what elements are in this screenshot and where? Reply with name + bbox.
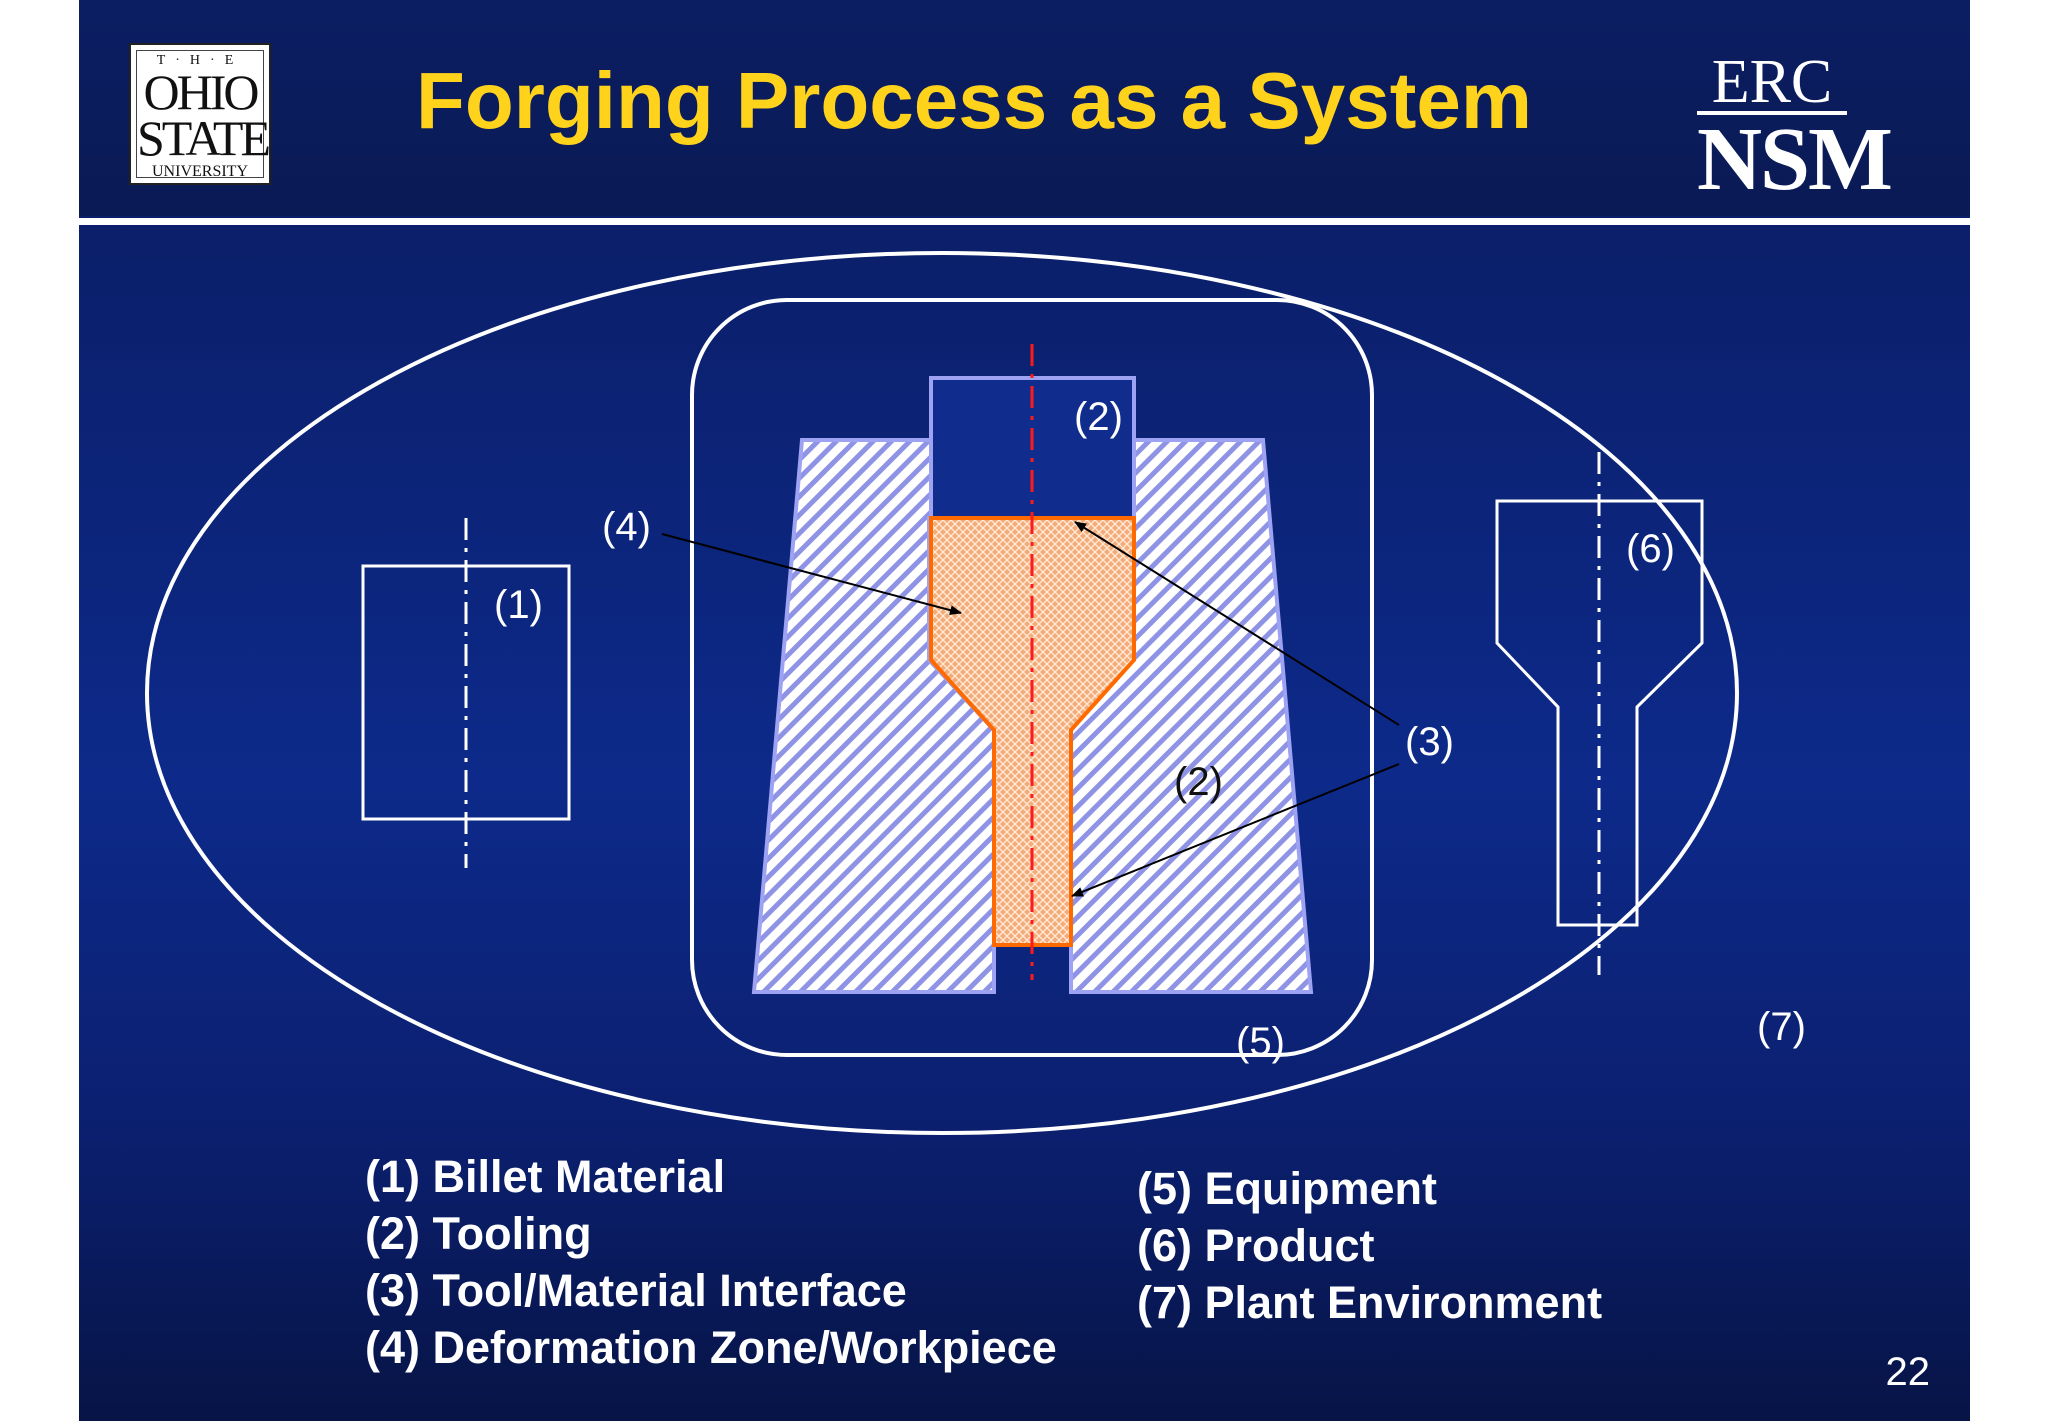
legend-left-column: (1) Billet Material (2) Tooling (3) Tool… xyxy=(365,1148,1057,1376)
legend-item-equipment: (5) Equipment xyxy=(1137,1163,1437,1214)
nsm-logo-text: NSM xyxy=(1697,110,1893,209)
legend-item-product: (6) Product xyxy=(1137,1220,1375,1271)
equipment-boundary xyxy=(690,298,1374,1057)
legend-item-interface: (3) Tool/Material Interface xyxy=(365,1265,907,1316)
ohio-state-logo-university: UNIVERSITY xyxy=(152,163,248,180)
label-tooling-top: (2) xyxy=(1074,395,1123,439)
label-interface: (3) xyxy=(1405,720,1454,764)
ohio-state-logo-the: T·H·E xyxy=(156,53,244,68)
erc-logo-rule xyxy=(1697,111,1847,115)
label-plant-environment: (7) xyxy=(1757,1005,1806,1049)
legend-item-tooling: (2) Tooling xyxy=(365,1208,592,1259)
forging-system-diagram: (1) (2) (4) (2) (3) (5) (6) (7) xyxy=(145,251,1806,1135)
label-product: (6) xyxy=(1626,527,1675,571)
legend-right-column: (5) Equipment (6) Product (7) Plant Envi… xyxy=(1137,1160,1602,1331)
slide-title: Forging Process as a System xyxy=(415,56,1532,145)
label-billet: (1) xyxy=(494,583,543,627)
legend-item-billet: (1) Billet Material xyxy=(365,1151,726,1202)
product-shape xyxy=(1495,499,1704,927)
erc-logo-text: ERC xyxy=(1711,48,1833,116)
legend-item-plant-environment: (7) Plant Environment xyxy=(1137,1277,1603,1328)
page-number: 22 xyxy=(1885,1350,1931,1394)
header-divider xyxy=(79,218,1970,225)
label-equipment: (5) xyxy=(1236,1020,1285,1064)
legend-item-deformation-zone: (4) Deformation Zone/Workpiece xyxy=(365,1322,1057,1373)
arrow-interface-top xyxy=(1074,521,1400,726)
arrow-interface-bottom xyxy=(1071,763,1400,897)
ohio-state-logo-frame: T·H·E OHIO STATE UNIVERSITY xyxy=(136,50,271,180)
ohio-state-logo-state: STATE xyxy=(137,110,271,166)
header-bar: T·H·E OHIO STATE UNIVERSITY Forging Proc… xyxy=(79,0,1970,216)
ohio-state-logo-ohio: OHIO xyxy=(143,64,260,120)
erc-nsm-logo: ERC NSM xyxy=(1697,48,1917,206)
label-deformation-zone: (4) xyxy=(602,505,651,549)
ohio-state-logo: T·H·E OHIO STATE UNIVERSITY xyxy=(129,43,271,185)
arrow-deformation-zone xyxy=(661,533,962,616)
label-tooling-die: (2) xyxy=(1174,760,1223,804)
plant-environment-boundary xyxy=(145,251,1739,1135)
slide-background: T·H·E OHIO STATE UNIVERSITY Forging Proc… xyxy=(79,0,1970,1421)
